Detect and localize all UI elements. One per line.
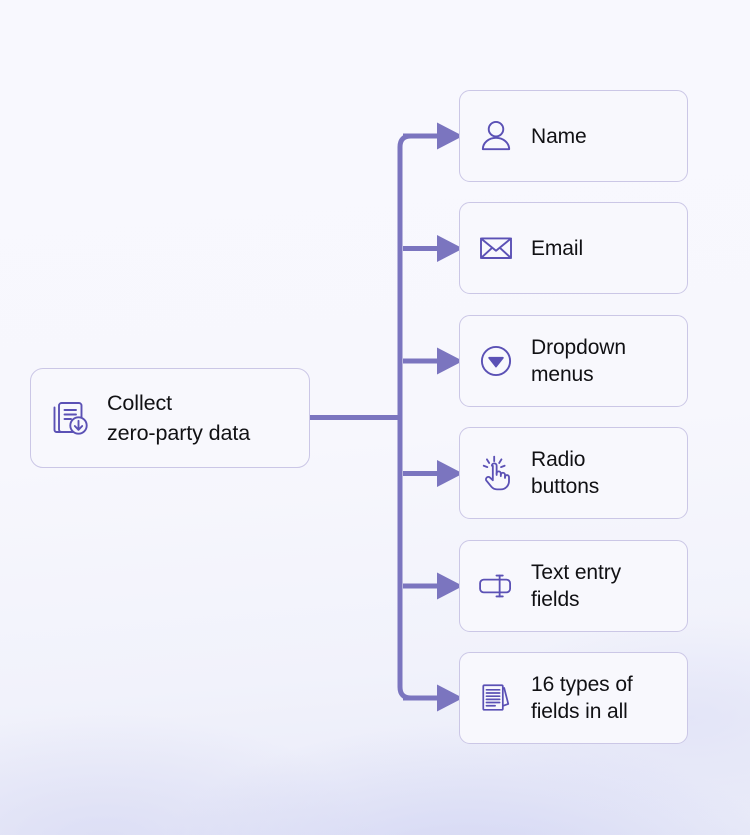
user-icon [474,114,518,158]
node-label: Name [531,124,587,148]
node-label: Text entry fields [531,561,622,611]
node-radio-buttons[interactable]: Radio buttons [459,427,688,519]
node-label: Radio buttons [531,448,600,498]
node-label: Email [531,236,584,260]
node-name[interactable]: Name [459,90,688,182]
document-stack-icon [474,676,518,720]
node-dropdown-menus[interactable]: Dropdown menus [459,315,688,407]
node-text-entry-fields[interactable]: Text entry fields [459,540,688,632]
dropdown-circle-icon [474,339,518,383]
node-label: Collect zero-party data [107,391,251,445]
documents-download-icon [47,395,93,441]
text-input-cursor-icon [474,564,518,608]
node-collect-zero-party-data[interactable]: Collect zero-party data [30,368,310,468]
connector-trunk [397,133,412,701]
node-16-types-of-fields[interactable]: 16 types of fields in all [459,652,688,744]
node-email[interactable]: Email [459,202,688,294]
node-label: Dropdown menus [531,336,626,386]
node-label: 16 types of fields in all [531,673,633,723]
tap-hand-icon [474,451,518,495]
envelope-icon [474,226,518,270]
